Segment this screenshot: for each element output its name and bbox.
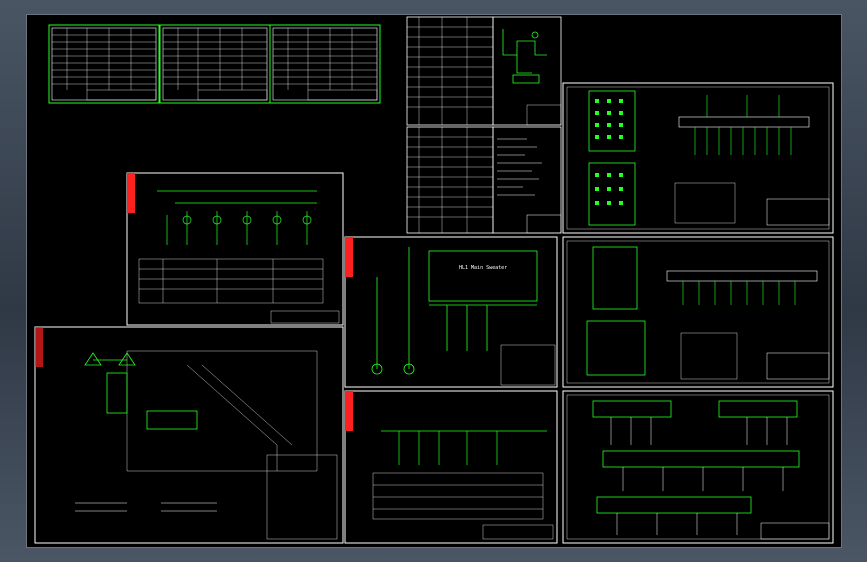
sheet-table-1-grid [52, 28, 157, 101]
right-top-symbols [595, 99, 623, 205]
tall-table-lower-lines [407, 127, 493, 233]
center-bottom-lines [381, 430, 547, 465]
cad-drawing-canvas[interactable]: HL1 Main Sweater [26, 14, 842, 548]
sheet-table-3-grid [273, 28, 378, 101]
center-bottom-table [372, 472, 554, 540]
main-switcher-title: HL1 Main Sweater [459, 265, 507, 271]
sheet-tall-table-upper[interactable] [406, 16, 494, 126]
sheet-table-2-grid [163, 28, 268, 101]
sheet-table-3[interactable] [269, 24, 381, 104]
sheet-left-middle[interactable] [126, 172, 344, 326]
sheet-small-schematic[interactable] [492, 16, 562, 126]
tall-table-upper-lines [407, 17, 493, 125]
sheet-right-middle[interactable] [562, 236, 834, 388]
right-bottom-feeders [610, 417, 788, 535]
left-middle-table [138, 258, 340, 324]
sheet-table-2[interactable] [159, 24, 271, 104]
sheet-floor-plan[interactable] [34, 326, 344, 544]
right-top-feeders [694, 95, 792, 155]
small-schematic-lines [502, 29, 547, 84]
floor-plan-grid [126, 350, 338, 540]
sheet-center-bottom[interactable] [344, 390, 558, 544]
sheet-table-1[interactable] [48, 24, 160, 104]
sheet-right-top[interactable] [562, 82, 834, 234]
sheet-right-bottom[interactable] [562, 390, 834, 544]
notes-text-lines [497, 138, 562, 234]
sheet-main-switcher[interactable]: HL1 Main Sweater [344, 236, 558, 388]
sheet-notes[interactable] [492, 126, 562, 234]
main-switcher-lines [371, 247, 538, 375]
right-middle-feeders [682, 281, 796, 305]
cad-sheets: HL1 Main Sweater [34, 16, 834, 544]
sheet-tall-table-lower[interactable] [406, 126, 494, 234]
floor-plan-notes [75, 502, 217, 512]
left-middle-lines [157, 190, 317, 245]
floor-plan-equipment [84, 352, 198, 430]
